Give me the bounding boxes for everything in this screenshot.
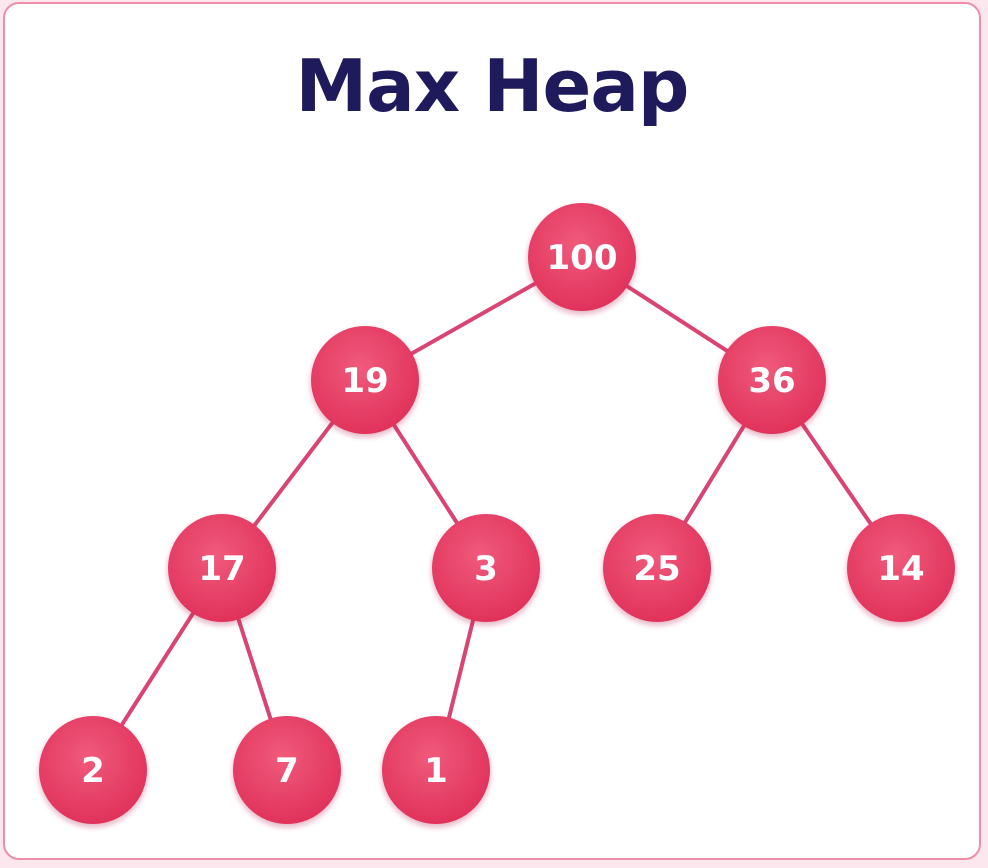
node-label: 1 [424, 751, 448, 791]
node-circle [432, 514, 540, 622]
heap-node-7: 7 [233, 716, 341, 824]
nodes-layer: 100 19 36 17 3 25 14 2 7 1 [39, 203, 955, 824]
node-circle [528, 203, 636, 311]
node-circle [382, 716, 490, 824]
node-label: 2 [81, 751, 105, 791]
node-label: 36 [748, 361, 795, 401]
heap-node-19: 19 [311, 326, 419, 434]
heap-tree: 100 19 36 17 3 25 14 2 7 1 [39, 203, 955, 824]
node-label: 19 [341, 361, 388, 401]
node-circle [603, 514, 711, 622]
node-label: 3 [474, 549, 498, 589]
heap-node-2: 2 [39, 716, 147, 824]
node-circle [168, 514, 276, 622]
heap-node-14: 14 [847, 514, 955, 622]
heap-node-36: 36 [718, 326, 826, 434]
node-circle [718, 326, 826, 434]
node-label: 7 [275, 751, 299, 791]
diagram-title: Max Heap [295, 44, 690, 128]
heap-node-3: 3 [432, 514, 540, 622]
node-circle [847, 514, 955, 622]
heap-node-17: 17 [168, 514, 276, 622]
node-circle [39, 716, 147, 824]
node-label: 17 [198, 549, 245, 589]
diagram-frame: Max Heap 100 19 36 17 3 25 14 2 7 1 [3, 2, 981, 860]
heap-node-100: 100 [528, 203, 636, 311]
heap-node-1: 1 [382, 716, 490, 824]
node-circle [233, 716, 341, 824]
heap-node-25: 25 [603, 514, 711, 622]
node-label: 25 [633, 549, 680, 589]
node-label: 100 [547, 238, 618, 278]
node-label: 14 [877, 549, 924, 589]
node-circle [311, 326, 419, 434]
